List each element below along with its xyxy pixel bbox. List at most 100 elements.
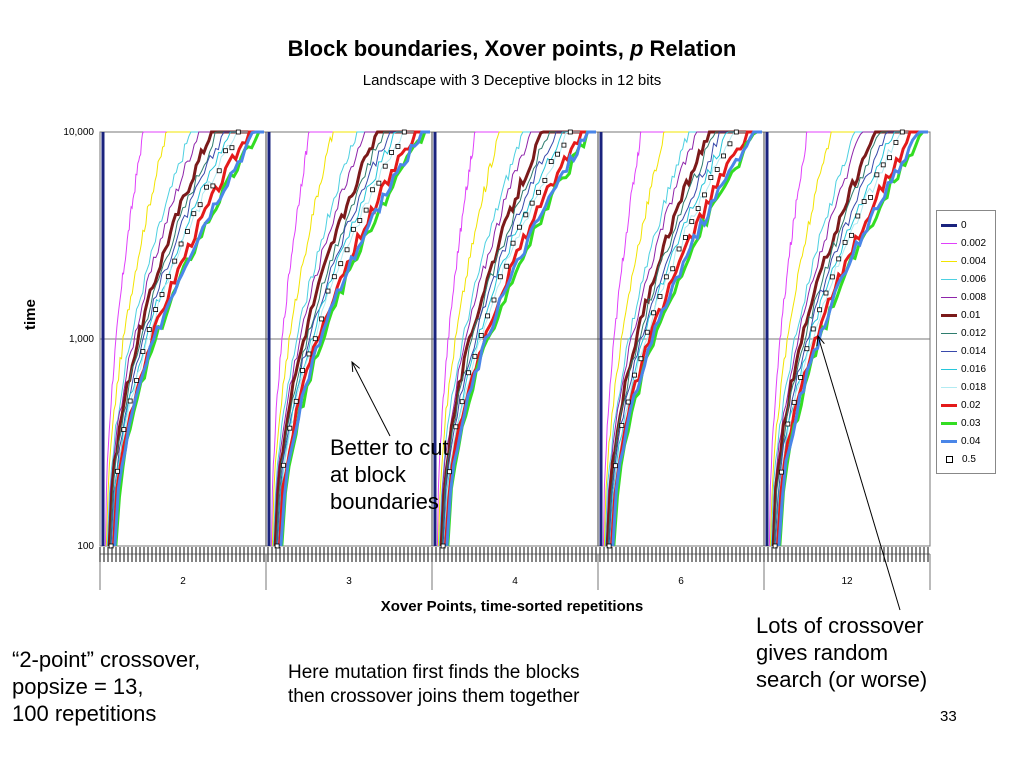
series-point-0.5: [472, 353, 478, 359]
series-line-0.012: [607, 131, 762, 547]
series-point-0.5: [510, 240, 516, 246]
series-point-0.5: [842, 239, 848, 245]
series-point-0.5: [625, 399, 631, 405]
left-note-line-3: 100 repetitions: [12, 701, 157, 726]
legend-swatch: [941, 296, 957, 298]
series-point-0.5: [849, 232, 854, 238]
series-point-0.5: [708, 175, 714, 181]
series-point-0.5: [663, 274, 669, 280]
series-line-0.04: [113, 130, 264, 547]
legend-item: 0.01: [941, 307, 980, 323]
series-point-0.5: [197, 202, 203, 208]
series-point-0.5: [127, 398, 133, 404]
series-line-0.002: [270, 131, 430, 547]
series-point-0.5: [772, 543, 778, 549]
series-point-0.5: [140, 349, 146, 354]
series-point-0.5: [185, 229, 190, 234]
series-point-0.5: [401, 129, 407, 135]
arrow-lots-shaft: [817, 335, 901, 611]
legend-item: 0.006: [941, 271, 986, 287]
y-tick-label: 10,000: [63, 127, 94, 138]
series-line-0.006: [438, 131, 596, 547]
series-point-0.5: [146, 327, 152, 332]
legend-swatch: [941, 439, 957, 443]
legend-swatch: [941, 313, 957, 317]
series-point-0.5: [344, 247, 350, 253]
annotation-better-line-1: Better to cut: [330, 435, 449, 460]
series-point-0.5: [567, 129, 573, 135]
arrow-better-shaft: [351, 361, 391, 437]
series-point-0.5: [497, 274, 503, 280]
series-line-0.004: [769, 131, 928, 547]
series-point-0.5: [216, 168, 222, 174]
x-axis-label: Xover Points, time-sorted repetitions: [380, 598, 644, 615]
series-point-0.5: [453, 424, 459, 430]
series-point-0.5: [357, 218, 363, 223]
legend-label: 0.002: [961, 237, 987, 249]
series-point-0.5: [893, 140, 899, 145]
page-number: 33: [940, 708, 957, 725]
legend-label: 0.006: [961, 273, 987, 285]
series-point-0.5: [689, 219, 695, 225]
series-line-0.018: [444, 131, 596, 547]
series-point-0.5: [370, 187, 375, 193]
series-point-0.5: [836, 256, 842, 262]
series-point-0.5: [338, 261, 344, 267]
series-point-0.5: [459, 399, 465, 405]
series-line-0.004: [271, 131, 430, 547]
series-point-0.5: [517, 224, 522, 230]
legend-label: 0.004: [961, 255, 987, 267]
legend-item: 0.014: [941, 343, 986, 359]
series-point-0.5: [721, 153, 726, 159]
series-point-0.5: [293, 398, 299, 404]
series-point-0.5: [376, 180, 382, 186]
series-line-0.002: [768, 131, 928, 547]
series-point-0.5: [683, 235, 688, 240]
series-point-0.5: [880, 162, 886, 168]
legend-swatch: [941, 368, 957, 370]
plot-frame: [99, 131, 931, 547]
legend-swatch: [941, 421, 957, 425]
series-line-0.002: [104, 131, 264, 547]
y-tick-label: 100: [77, 541, 94, 552]
series-line-0.012: [275, 131, 430, 547]
series-point-0.5: [536, 189, 541, 195]
series-line-0.002: [436, 131, 596, 547]
series-point-0.5: [235, 129, 241, 135]
series-line-0.008: [439, 131, 596, 547]
legend-swatch: [941, 260, 957, 262]
legend-label: 0.02: [961, 399, 981, 411]
series-point-0.5: [440, 543, 446, 549]
annotation-lots-line-1: Lots of crossover: [756, 613, 924, 638]
legend-item: 0.008: [941, 289, 986, 305]
series-point-0.5: [529, 200, 535, 206]
legend-item: 0.016: [941, 361, 986, 377]
series-point-0.5: [798, 375, 803, 380]
group-label: 4: [512, 576, 518, 587]
series-line-0.04: [777, 130, 928, 547]
legend-label: 0.016: [961, 363, 987, 375]
legend-item: 0.004: [941, 253, 986, 269]
arrow-layer: [351, 334, 901, 611]
legend-label: 0.03: [961, 417, 981, 429]
chart-title: Block boundaries, Xover points, p Relati…: [287, 36, 737, 61]
series-line-0.01: [439, 130, 596, 547]
series-line-0.04: [611, 130, 762, 547]
series-line-0.014: [774, 131, 928, 547]
series-point-0.5: [178, 241, 184, 247]
series-point-0.5: [785, 421, 791, 427]
legend-label: 0.04: [961, 435, 981, 447]
series-line-0.006: [272, 131, 430, 547]
series-point-0.5: [861, 199, 867, 204]
annotation-lots-line-2: gives random: [756, 640, 889, 665]
series-line-0.004: [437, 131, 596, 547]
series-point-0.5: [791, 399, 797, 405]
series-line-0.016: [775, 131, 928, 547]
series-point-0.5: [829, 274, 835, 280]
legend-label: 0.008: [961, 291, 987, 303]
series-line-0.012: [441, 131, 596, 547]
series-point-0.5: [779, 469, 784, 475]
series-point-0.5: [676, 246, 682, 252]
